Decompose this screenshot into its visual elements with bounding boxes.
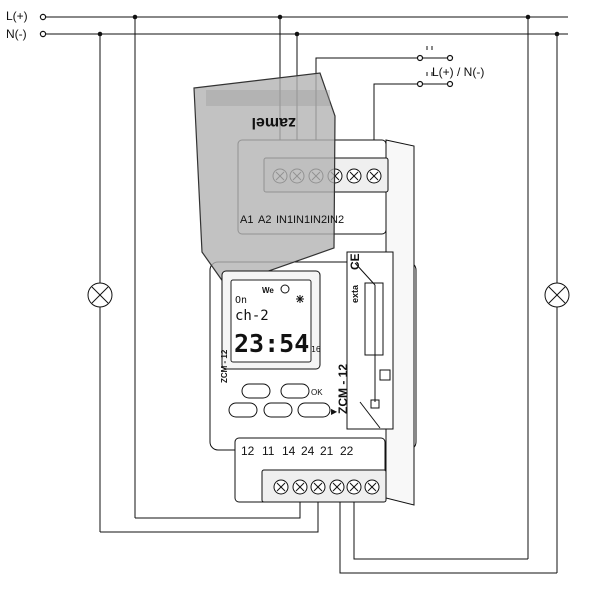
- cover-upper-shadow: [206, 90, 330, 106]
- device: [193, 72, 417, 506]
- lcd-icons: [280, 284, 304, 303]
- lcd-suffix: 16: [311, 345, 321, 354]
- control-button-bottom-middle[interactable]: [263, 402, 293, 418]
- control-button-bottom-left[interactable]: [228, 402, 258, 418]
- button-arrow-label: ▶: [331, 407, 338, 416]
- junction-dots: [97, 14, 560, 37]
- bottom-label-1: 12: [241, 444, 255, 458]
- top-label-3: IN1: [276, 214, 293, 226]
- top-label-4: IN1: [293, 214, 310, 226]
- control-input-label: L(+) / N(-): [432, 65, 484, 79]
- lcd-time: 23:54: [234, 329, 309, 358]
- lcd-weekday: We: [262, 286, 274, 295]
- lamp-left: [87, 282, 113, 308]
- wire-bottom-right-b: [339, 494, 557, 574]
- top-label-2: A2: [258, 214, 271, 226]
- switch-lower-right: [446, 80, 454, 88]
- exta-logo: exta: [350, 284, 360, 303]
- rail-n-terminal: [39, 30, 47, 38]
- switch-lower-left: [416, 80, 424, 88]
- button-ok-label: OK: [311, 388, 323, 397]
- control-button-top-right[interactable]: [280, 383, 310, 399]
- ce-mark: CE: [348, 253, 362, 270]
- bottom-label-6: 22: [340, 444, 354, 458]
- device-right-panel: [346, 251, 394, 430]
- bottom-label-3: 14: [282, 444, 296, 458]
- switch-upper-right: [446, 54, 454, 62]
- rail-l-terminal: [39, 13, 47, 21]
- bottom-label-5: 21: [320, 444, 334, 458]
- brand-logo: zamel: [252, 114, 296, 131]
- top-label-6: IN2: [327, 214, 344, 226]
- model-side-label: ZCM - 12: [336, 364, 350, 414]
- rail-label-l-plus: L(+): [6, 9, 28, 23]
- model-front-label: ZCM - 12: [220, 349, 229, 383]
- rail-label-n-minus: N(-): [6, 27, 27, 41]
- transparent-cover: [193, 72, 336, 287]
- rail-terminals: [39, 13, 454, 88]
- bottom-label-4: 24: [301, 444, 315, 458]
- control-button-top-left[interactable]: [241, 383, 271, 399]
- lock-icon: [280, 284, 290, 294]
- wire-bottom-left: [100, 494, 319, 533]
- lamp-right: [544, 282, 570, 308]
- top-label-1: A1: [240, 214, 253, 226]
- buttons: [228, 383, 331, 418]
- wire-bottom-right-a: [353, 494, 528, 560]
- device-details: [354, 262, 391, 429]
- switch-upper-left: [416, 54, 424, 62]
- lcd-inner: [230, 279, 312, 363]
- lcd-channel: ch-2: [235, 308, 269, 324]
- lcd-mode: On: [235, 295, 247, 306]
- control-switch-symbols: [423, 46, 446, 85]
- control-button-bottom-right[interactable]: [297, 402, 331, 418]
- bottom-label-2: 11: [262, 444, 275, 458]
- top-label-5: IN2: [310, 214, 327, 226]
